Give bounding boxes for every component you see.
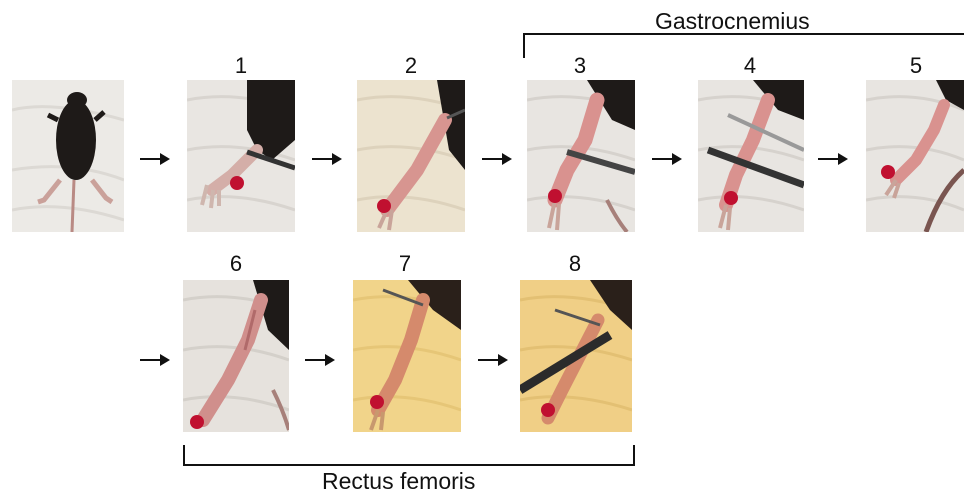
step-number: 1 — [221, 55, 261, 77]
arrow-right — [482, 152, 512, 166]
arrow-right — [140, 152, 170, 166]
rectus-femoris-bracket — [182, 445, 636, 469]
mouse-overview-photo — [12, 80, 124, 232]
step-photo — [357, 80, 465, 232]
arrow-right — [818, 152, 848, 166]
step-photo — [187, 80, 295, 232]
step-number: 6 — [216, 253, 256, 275]
step-photo — [527, 80, 635, 232]
step-number: 7 — [385, 253, 425, 275]
arrow-right — [478, 353, 508, 367]
step-number: 5 — [896, 55, 936, 77]
step-number: 4 — [730, 55, 770, 77]
step-photo — [353, 280, 461, 432]
step-number: 8 — [555, 253, 595, 275]
step-photo — [698, 80, 804, 232]
step-photo — [866, 80, 964, 232]
step-photo — [520, 280, 632, 432]
arrow-right — [312, 152, 342, 166]
step-number: 3 — [560, 55, 600, 77]
step-photo — [183, 280, 289, 432]
arrow-right — [652, 152, 682, 166]
rectus-femoris-label: Rectus femoris — [322, 469, 475, 493]
arrow-right — [305, 353, 335, 367]
step-number: 2 — [391, 55, 431, 77]
arrow-right — [140, 353, 170, 367]
